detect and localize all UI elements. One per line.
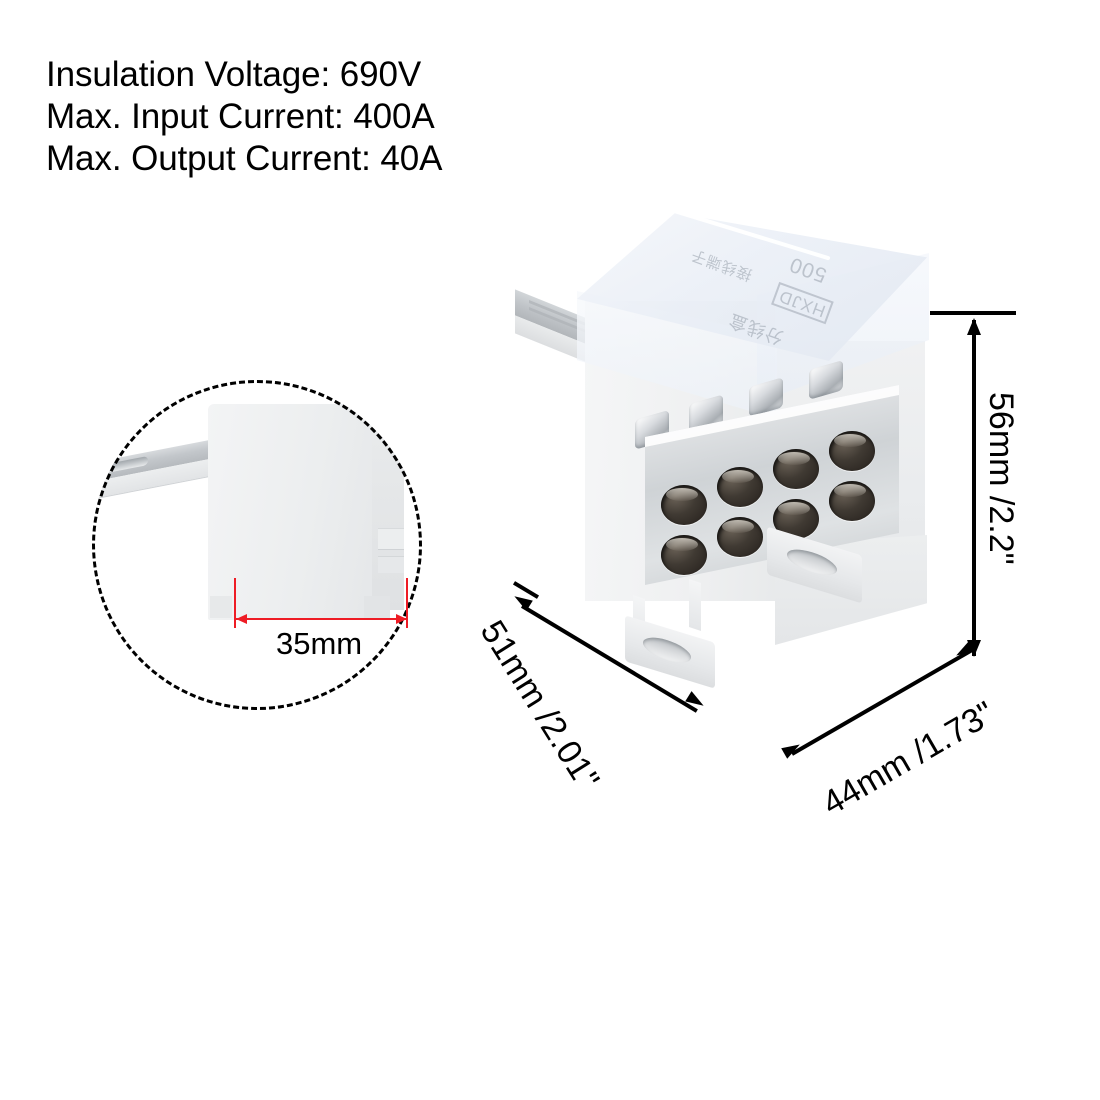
terminal-hole xyxy=(717,517,763,557)
dim-height-arrow-top xyxy=(967,318,981,335)
terminal-hole xyxy=(773,499,819,539)
dim-width-arrow-start xyxy=(781,739,803,759)
mounting-slot-right xyxy=(787,544,837,580)
detail-callout-circle xyxy=(92,380,422,710)
dim-35mm-label: 35mm xyxy=(276,626,363,661)
spec-max-input-current: Max. Input Current: 400A xyxy=(46,97,435,136)
dim-35mm-arrow-right xyxy=(396,614,407,624)
terminal-screw xyxy=(809,360,843,400)
cover-brand-text: HXJD xyxy=(770,281,834,325)
terminal-hole xyxy=(829,481,875,521)
specification-text-block: Insulation Voltage: 690V Max. Input Curr… xyxy=(46,54,666,180)
terminal-hole xyxy=(661,485,707,525)
terminal-hole xyxy=(661,535,707,575)
mounting-slot-left xyxy=(643,632,691,668)
terminal-hole xyxy=(773,449,819,489)
dim-35mm-line xyxy=(236,618,406,620)
terminal-hole xyxy=(829,431,875,471)
spec-insulation-voltage: Insulation Voltage: 690V xyxy=(46,55,422,94)
dim-35mm-arrow-left xyxy=(236,614,247,624)
terminal-hole xyxy=(717,467,763,507)
cover-cn-text-2: 接线端子 xyxy=(688,245,755,284)
housing-rib-right xyxy=(689,579,701,631)
dim-height-line xyxy=(972,320,976,656)
dim-35mm-ext-right xyxy=(406,578,408,628)
dim-height-label: 56mm /2.2" xyxy=(982,392,1020,565)
product-assembly: 500 HXJD 分线盒 接线端子 xyxy=(505,189,985,725)
dim-height-tick-top xyxy=(930,311,1016,315)
dim-35mm-ext-left xyxy=(234,578,236,628)
spec-max-output-current: Max. Output Current: 40A xyxy=(46,139,443,178)
